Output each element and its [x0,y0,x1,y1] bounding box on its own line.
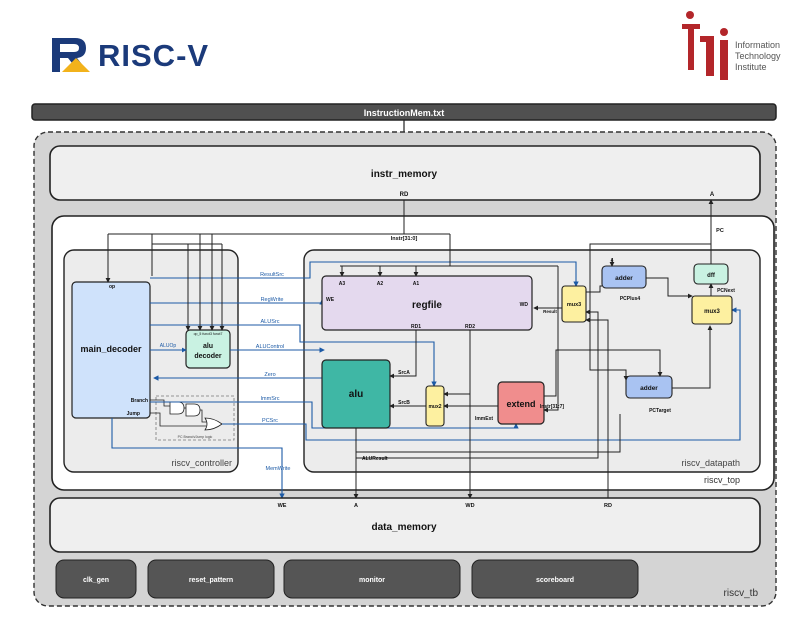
pc-logic-caption: PC Branch/Jump logic [178,435,213,439]
we-port: WE [326,297,335,303]
rd1-port: RD1 [411,324,421,330]
mux3-pc-block [691,295,733,325]
result-label: Result [543,309,557,314]
clk-gen-label: clk_gen [83,577,109,584]
dmem-rd-port: RD [604,503,612,509]
alusrc-label: ALUSrc [261,319,280,325]
data-memory-block [49,497,761,553]
pc-logic-region [155,395,235,441]
extend-label: extend [506,399,535,409]
mux3-result-block [561,285,587,323]
monitor-label: monitor [359,577,385,584]
dff-label: dff [707,273,716,279]
main-decoder-label: main_decoder [80,344,142,354]
monitor-block [283,559,461,599]
clk-gen-block [55,559,137,599]
alu-decoder-inputs: op_5 funct3 funct7 [194,332,223,336]
resultsrc-label: ResultSrc [260,272,284,278]
adder-pcplus4-label: adder [615,275,633,282]
adder-pctarget-block [625,375,673,399]
iti-line-1: Information [735,40,780,50]
instr-memory-label: instr_memory [371,169,438,180]
adder-pcplus4-block [601,265,647,289]
dmem-we-port: WE [278,503,287,509]
alucontrol-label: ALUControl [256,344,284,350]
pc-label: PC [716,228,724,234]
extend-block [497,381,545,425]
iti-line-3: Institute [735,62,767,72]
riscv-controller-label: riscv_controller [171,458,232,468]
imem-a-port: A [710,192,715,198]
alu-decoder-label-2: decoder [194,353,222,360]
instr-7-label: Instr[31:7] [540,404,565,410]
riscv-emblem-icon [52,38,90,72]
regfile-label: regfile [412,300,442,311]
branch-port: Branch [131,398,148,404]
riscv-datapath-label: riscv_datapath [681,458,740,468]
regwrite-label: RegWrite [261,297,284,303]
a3-port: A3 [339,281,346,287]
pcplus4-label: PCPlus4 [620,296,641,302]
riscv-top-label: riscv_top [704,475,740,485]
scoreboard-label: scoreboard [536,577,574,584]
a1-port: A1 [413,281,420,287]
adder-pctarget-label: adder [640,385,658,392]
iti-logo: Information Technology Institute [682,11,781,80]
pcsrc-label: PCSrc [262,418,278,424]
rd2-port: RD2 [465,324,475,330]
reset-pattern-block [147,559,275,599]
dmem-wd-port: WD [465,503,474,509]
iti-mark-icon [682,11,728,80]
aluresult-label: ALUResult [362,456,388,462]
data-memory-label: data_memory [371,522,436,533]
a2-port: A2 [377,281,384,287]
alu-decoder-label-1: alu [203,343,213,350]
op-port: op [109,284,115,290]
mux2-label: mux2 [428,404,441,410]
iti-line-2: Technology [735,51,781,61]
mux3-pc-label: mux3 [704,309,720,315]
memwrite-label: MemWrite [266,466,291,472]
instr-bus-label: Instr[31:0] [391,236,418,242]
alu-label: alu [349,389,363,400]
jump-port: Jump [127,411,140,417]
pctarget-label: PCTarget [649,408,671,414]
riscv-wordmark: RISC-V [98,38,209,73]
immsrc-label: ImmSrc [261,396,280,402]
riscv-tb-label: riscv_tb [724,588,759,599]
zero-label: Zero [264,372,275,378]
immext-label: ImmExt [475,416,493,422]
mux3-result-label: mux3 [567,302,581,308]
scoreboard-block [471,559,639,599]
regfile-block [321,275,533,331]
imem-rd-port: RD [400,192,409,198]
reset-pattern-label: reset_pattern [189,577,233,584]
srcb-label: SrcB [398,400,410,406]
srca-label: SrcA [398,370,410,376]
mux2-block [425,385,445,427]
aluop-label: ALUOp [160,343,177,349]
wd-port: WD [520,302,529,308]
riscv-logo: RISC-V [52,38,209,73]
pcnext-label: PCNext [717,288,735,294]
instruction-file-label: InstructionMem.txt [364,108,445,118]
instr-memory-block [49,145,761,201]
dmem-a-port: A [354,503,358,509]
